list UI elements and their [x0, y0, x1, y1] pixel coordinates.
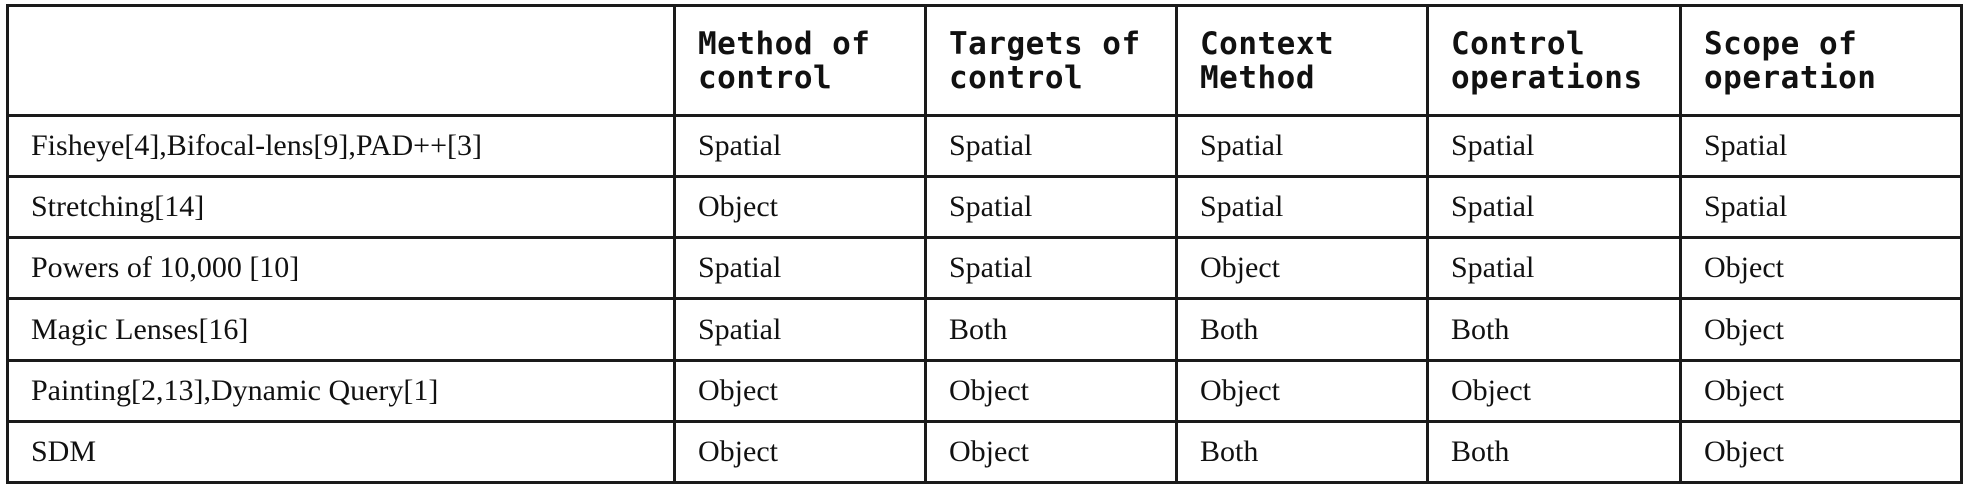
table-cell: Object: [673, 358, 927, 423]
table-cell: Object: [1679, 419, 1963, 485]
table-cell: Object: [1679, 236, 1963, 301]
table-cell: Both: [1175, 419, 1429, 485]
table-row: SDM Object Object Both Both Object: [6, 419, 1963, 485]
comparison-table: Method of control Targets of control Con…: [6, 4, 1963, 485]
header-scope-of-operation: Scope of operation: [1679, 4, 1963, 117]
table-row: Magic Lenses[16] Spatial Both Both Both …: [6, 297, 1963, 362]
table-cell: Spatial: [1175, 175, 1429, 240]
table-cell: Object: [673, 419, 927, 485]
table-row: Fisheye[4],Bifocal-lens[9],PAD++[3] Spat…: [6, 113, 1963, 179]
header-method-of-control: Method of control: [673, 4, 927, 117]
table-cell: Spatial: [1679, 175, 1963, 240]
header-control-operations: Control operations: [1426, 4, 1682, 117]
table-cell: Both: [924, 297, 1178, 362]
table-cell: Object: [1679, 297, 1963, 362]
table-cell: Both: [1175, 297, 1429, 362]
table-cell: Spatial: [1426, 113, 1682, 179]
row-label: Magic Lenses[16]: [6, 297, 676, 362]
row-label: SDM: [6, 419, 676, 485]
table-cell: Spatial: [924, 236, 1178, 301]
table-cell: Object: [1679, 358, 1963, 423]
table-cell: Spatial: [673, 113, 927, 179]
table-row: Powers of 10,000 [10] Spatial Spatial Ob…: [6, 236, 1963, 301]
table-cell: Spatial: [1426, 236, 1682, 301]
row-label: Powers of 10,000 [10]: [6, 236, 676, 301]
table-cell: Spatial: [1426, 175, 1682, 240]
table-cell: Spatial: [673, 297, 927, 362]
table-row: Painting[2,13],Dynamic Query[1] Object O…: [6, 358, 1963, 423]
table-cell: Spatial: [924, 113, 1178, 179]
table-cell: Object: [673, 175, 927, 240]
table-cell: Both: [1426, 297, 1682, 362]
header-cell-empty: [6, 4, 676, 117]
row-label: Painting[2,13],Dynamic Query[1]: [6, 358, 676, 423]
table-cell: Both: [1426, 419, 1682, 485]
table-cell: Object: [1175, 236, 1429, 301]
table-cell: Object: [924, 419, 1178, 485]
comparison-table-container: Method of control Targets of control Con…: [6, 4, 1963, 485]
row-label: Stretching[14]: [6, 175, 676, 240]
table-row: Stretching[14] Object Spatial Spatial Sp…: [6, 175, 1963, 240]
table-cell: Spatial: [1175, 113, 1429, 179]
table-cell: Object: [1426, 358, 1682, 423]
table-cell: Spatial: [924, 175, 1178, 240]
table-cell: Object: [1175, 358, 1429, 423]
table-cell: Spatial: [673, 236, 927, 301]
header-targets-of-control: Targets of control: [924, 4, 1178, 117]
table-cell: Spatial: [1679, 113, 1963, 179]
header-context-method: Context Method: [1175, 4, 1429, 117]
table-cell: Object: [924, 358, 1178, 423]
header-row: Method of control Targets of control Con…: [6, 4, 1963, 117]
row-label: Fisheye[4],Bifocal-lens[9],PAD++[3]: [6, 113, 676, 179]
